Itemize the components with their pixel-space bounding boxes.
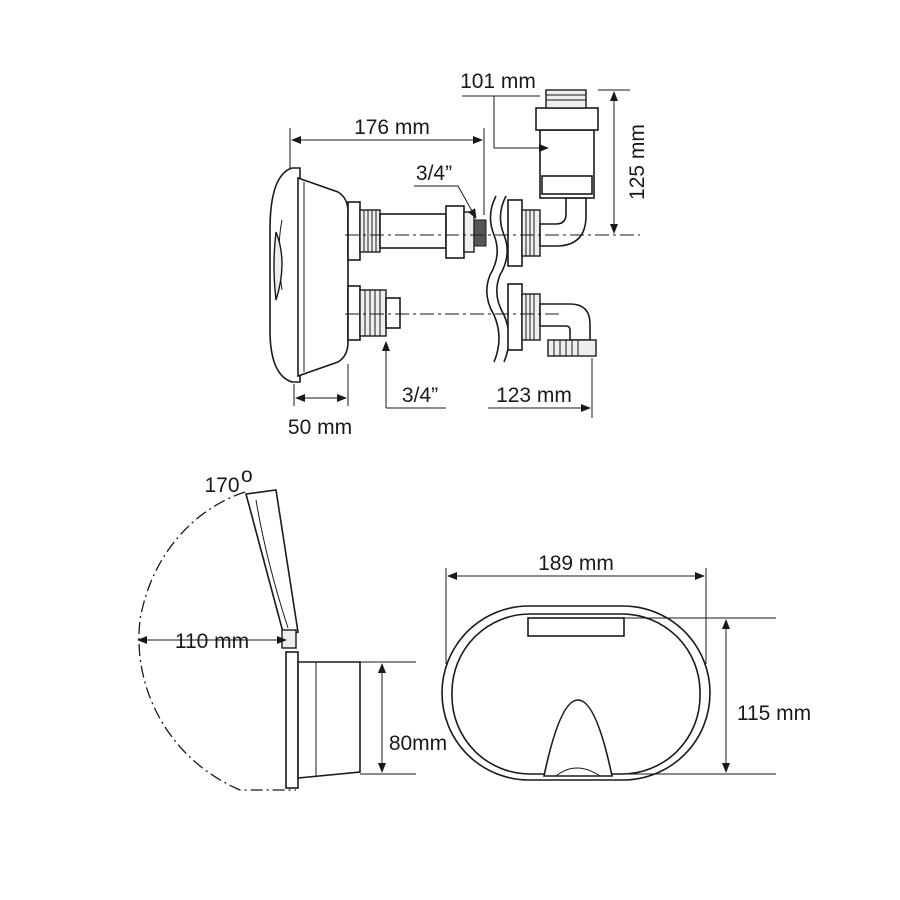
- angle-label: 170 o: [204, 464, 252, 497]
- lower-elbow: [539, 303, 597, 357]
- dimension-123: 123 mm: [488, 358, 593, 418]
- thread-upper: 3/4”: [414, 162, 477, 219]
- upper-elbow: [535, 89, 599, 247]
- dimension-101: 101 mm: [460, 70, 549, 152]
- dim-110-label: 110 mm: [175, 630, 249, 653]
- dim-125-label: 125 mm: [626, 124, 649, 200]
- cover-profile: [269, 167, 349, 383]
- opened-lid: [244, 489, 299, 637]
- dimension-115: 115 mm: [620, 617, 811, 775]
- angle-unit: o: [241, 464, 253, 487]
- opening-arc: [138, 491, 296, 791]
- lower-wall-flange: [507, 283, 541, 351]
- front-outer-shell: [441, 605, 711, 781]
- thread-lower: 3/4”: [382, 341, 446, 409]
- hinge: [281, 629, 297, 649]
- dim-123-label: 123 mm: [496, 384, 572, 407]
- dimension-125: 125 mm: [598, 89, 649, 234]
- installation-view: 176 mm 101 mm 125 mm 3/4” 3/4”: [269, 70, 649, 439]
- front-opening: [543, 699, 613, 777]
- side-wall-plate: [285, 651, 299, 789]
- lower-fitting: [347, 285, 401, 341]
- dimension-189: 189 mm: [445, 552, 707, 664]
- front-view: 189 mm 115 mm: [441, 552, 811, 781]
- dimension-50: 50 mm: [288, 364, 352, 439]
- dimension-110: 110 mm: [137, 630, 287, 653]
- dimension-176: 176 mm: [289, 116, 485, 215]
- dim-115-label: 115 mm: [737, 702, 811, 725]
- upper-wall-flange: [507, 199, 541, 267]
- side-view: 110 mm 170 o 80mm: [137, 464, 447, 791]
- thread-lower-label: 3/4”: [402, 384, 438, 407]
- dim-189-label: 189 mm: [538, 552, 614, 575]
- dim-101-label: 101 mm: [460, 70, 536, 93]
- side-body: [297, 661, 361, 779]
- front-top-bar: [527, 617, 625, 637]
- dimension-80: 80mm: [360, 661, 447, 775]
- upper-fitting: [347, 201, 487, 261]
- thread-upper-label: 3/4”: [416, 162, 452, 185]
- dim-80-label: 80mm: [389, 732, 447, 755]
- wall-break: [486, 195, 510, 363]
- angle-value: 170: [204, 474, 239, 497]
- dim-176-label: 176 mm: [354, 116, 430, 139]
- dim-50-label: 50 mm: [288, 416, 352, 439]
